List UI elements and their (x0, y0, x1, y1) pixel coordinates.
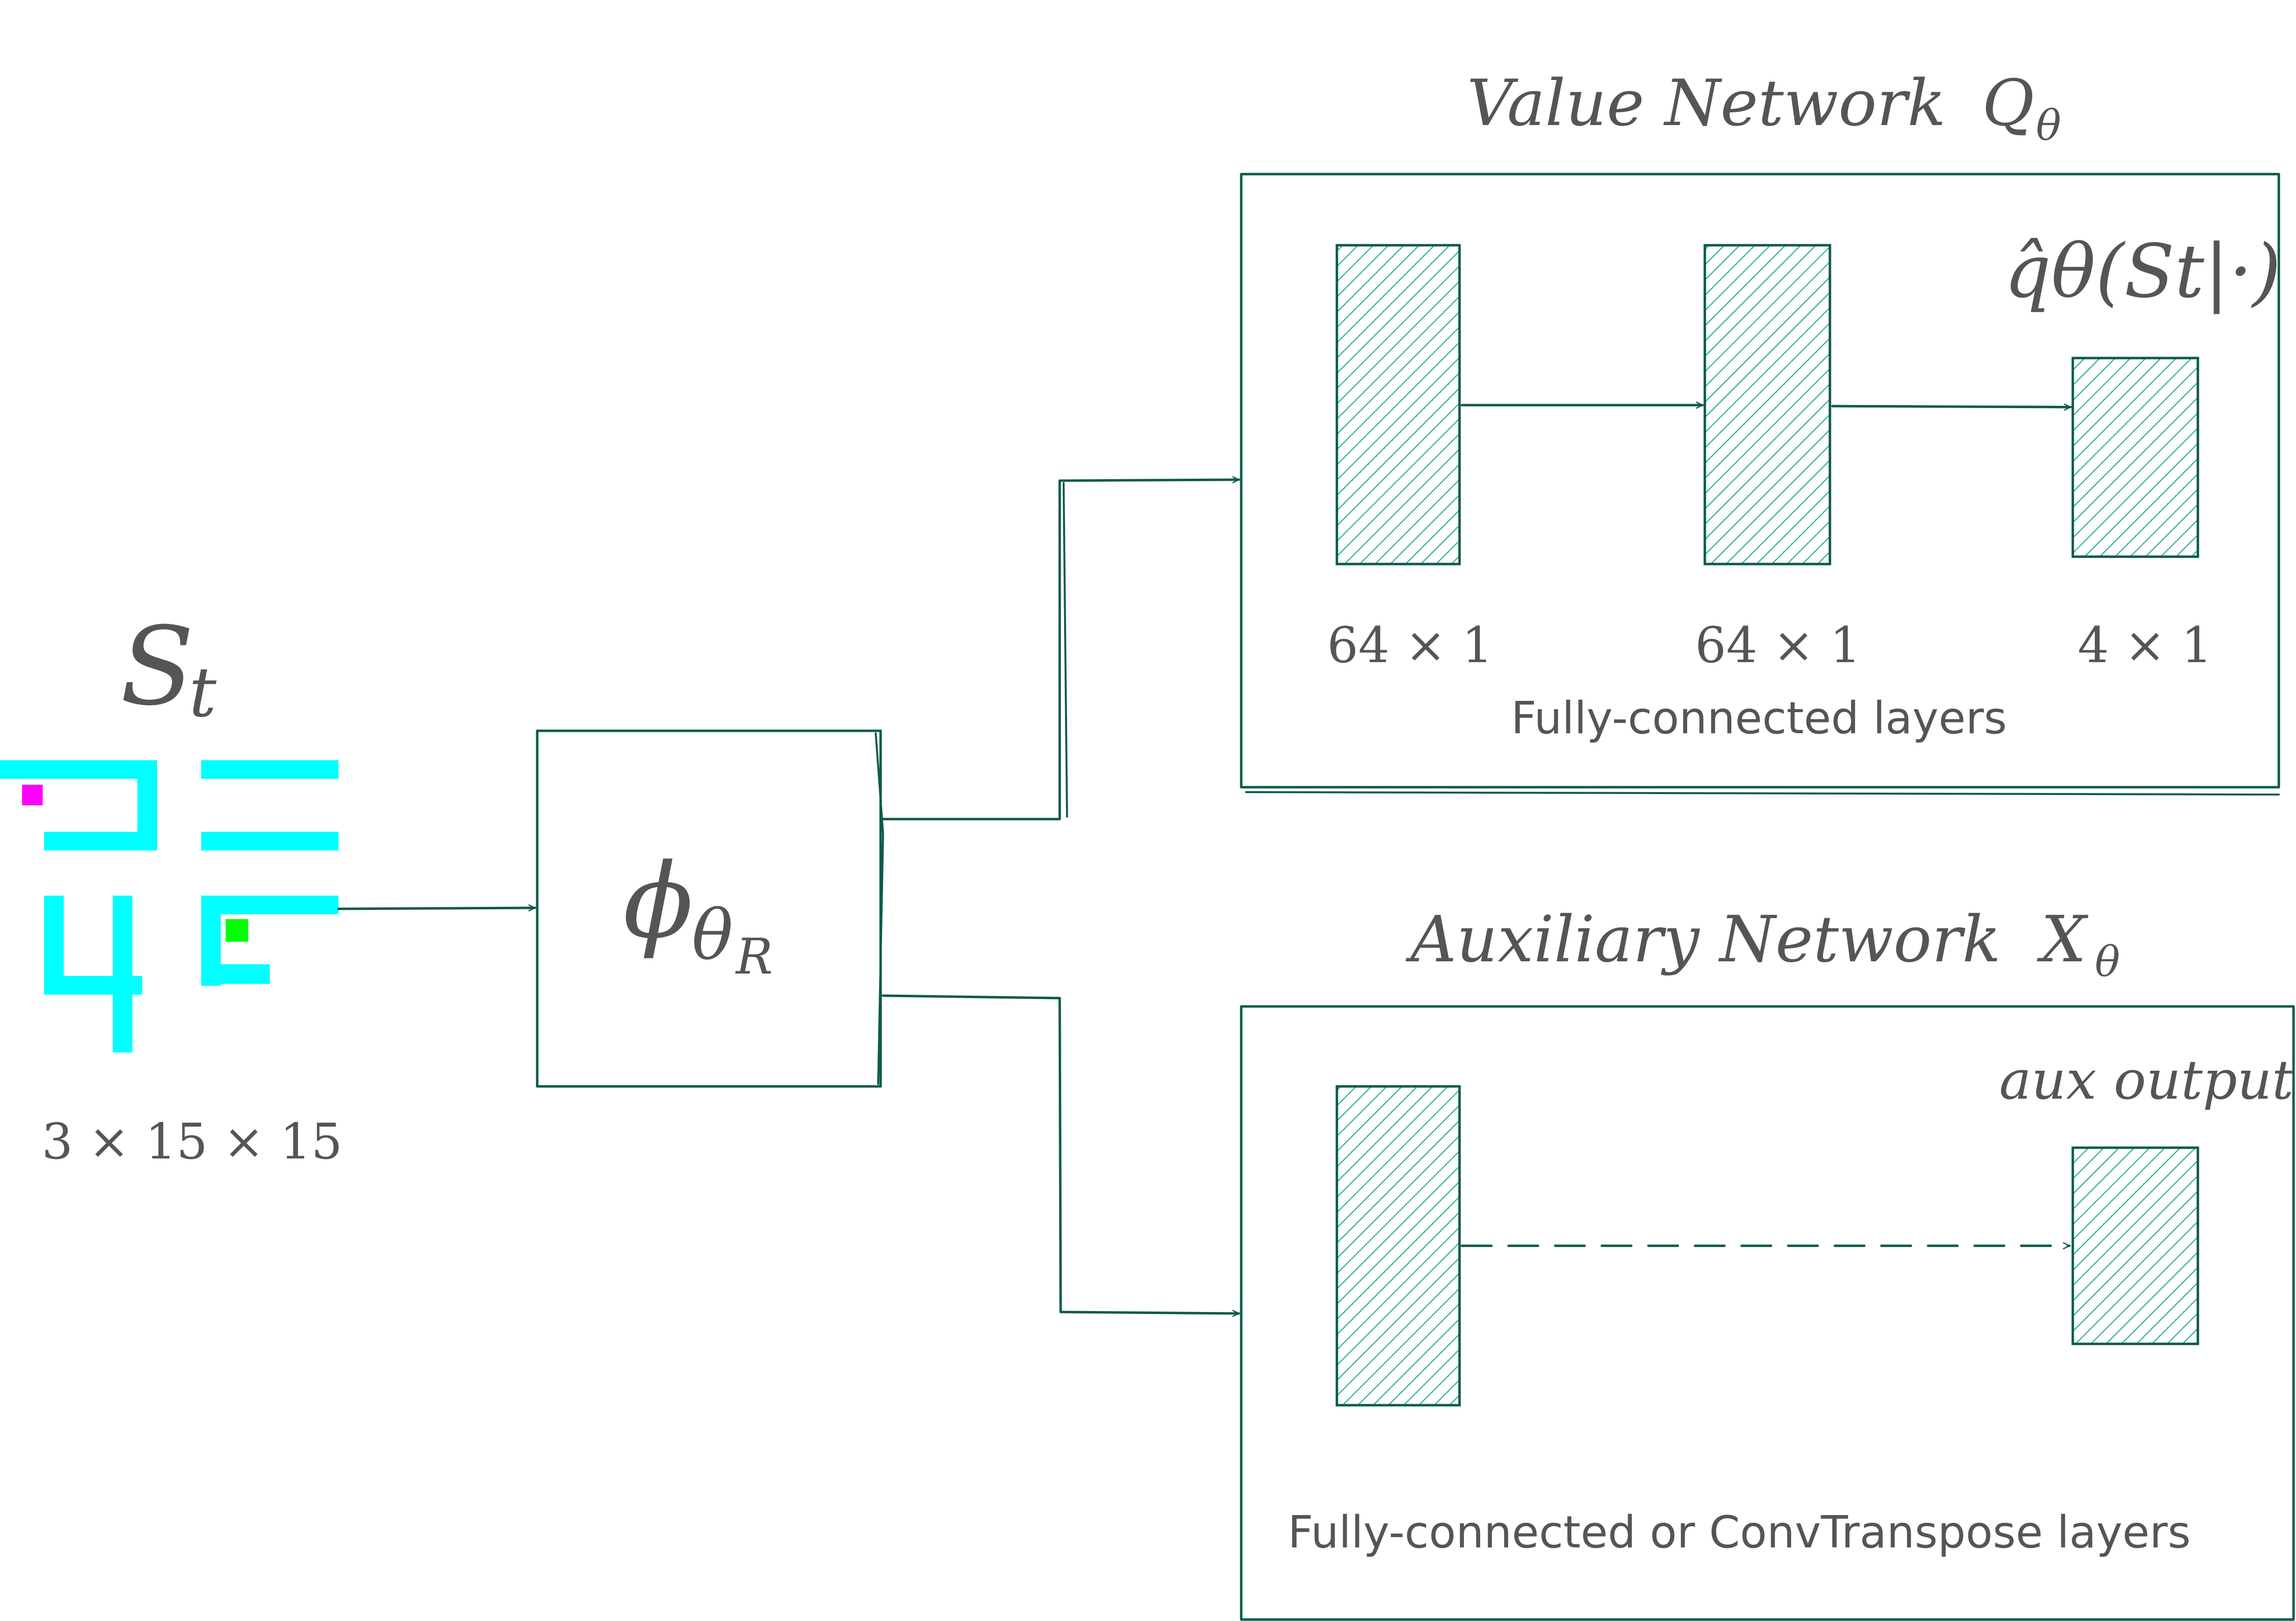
auxiliary-network-symbol: X (2036, 902, 2088, 977)
auxiliary-network-title: Auxiliary Network (1406, 902, 2001, 977)
auxiliary-output-label: aux output (1999, 1049, 2294, 1111)
value-network-symbol: Q (1982, 66, 2035, 140)
arrow-input-to-encoder (337, 908, 536, 909)
value-layer-2 (1703, 244, 1831, 566)
input-state: S t 3 × 15 × 15 (0, 604, 342, 1170)
arrow-value-l2-out (1831, 406, 2072, 407)
arrow-encoder-to-auxiliary (882, 994, 1240, 1313)
auxiliary-network-symbol-subscript: θ (2095, 938, 2120, 986)
maze-grid (0, 760, 339, 1053)
encoder-subscript: θ (692, 896, 733, 976)
value-layer-2-label: 64 × 1 (1695, 617, 1861, 674)
encoder-block: ϕ θ R (536, 729, 885, 1088)
encoder-subsubscript: R (735, 928, 773, 985)
auxiliary-network-box (1240, 1005, 2295, 1621)
value-output-label: q̂θ(St|·) (2004, 229, 2281, 314)
input-shape-label: 3 × 15 × 15 (42, 1113, 342, 1170)
value-network: Value Network Q θ q̂θ(St|·) 64 × 1 64 × … (1240, 66, 2281, 796)
goal-marker (226, 919, 248, 942)
encoder-symbol: ϕ (623, 841, 693, 961)
state-subscript: t (189, 653, 217, 733)
value-layer-output-label: 4 × 1 (2078, 617, 2213, 674)
auxiliary-network-caption: Fully-connected or ConvTranspose layers (1288, 1507, 2191, 1558)
value-network-caption: Fully-connected layers (1511, 693, 2007, 744)
value-layer-output (2071, 357, 2199, 558)
value-layer-1-label: 64 × 1 (1327, 617, 1493, 674)
value-network-title: Value Network (1467, 66, 1946, 140)
value-network-box (1240, 173, 2280, 789)
arrow-encoder-to-value (882, 480, 1240, 821)
auxiliary-layer-output (2071, 1146, 2199, 1345)
agent-marker (22, 785, 43, 805)
value-network-symbol-subscript: θ (2036, 102, 2061, 150)
auxiliary-layer-input (1335, 1085, 1461, 1407)
value-layer-1 (1335, 244, 1461, 566)
state-label: S (120, 604, 194, 729)
auxiliary-network: Auxiliary Network X θ aux output Fully-c… (1240, 902, 2295, 1621)
encoder-box (536, 729, 882, 1088)
